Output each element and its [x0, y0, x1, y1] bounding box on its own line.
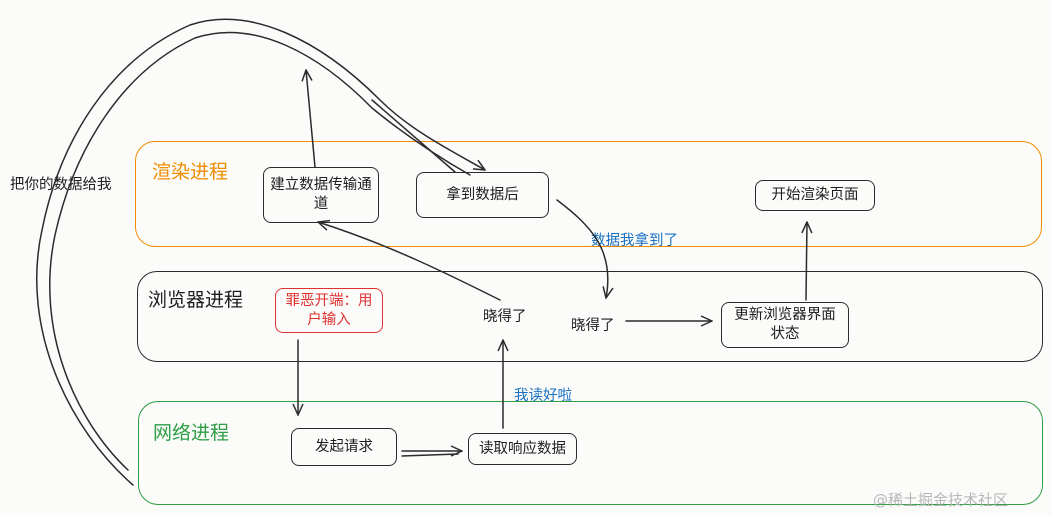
browser-process-title: 浏览器进程: [148, 289, 244, 311]
got-data-up-arrow: [371, 99, 456, 173]
send-request-node: 发起请求: [291, 428, 397, 466]
gotit-to-channel-arrow: [317, 219, 501, 301]
read-done-label: 我读好啦: [514, 388, 572, 404]
render-process-title: 渲染进程: [152, 161, 229, 183]
got-it-label-2: 晓得了: [571, 318, 615, 334]
browser-process-lane: [137, 271, 1043, 362]
update-to-render-arrow: [801, 221, 813, 301]
data-received-label: 数据我拿到了: [591, 233, 678, 249]
channel-up-arrow: [301, 69, 316, 168]
render-process-lane: [135, 141, 1042, 247]
got-it-label-1: 晓得了: [483, 309, 527, 325]
user-input-node: 罪恶开端：用户输入: [275, 288, 383, 333]
got-data-node: 拿到数据后: [416, 172, 549, 218]
give-me-data-label: 把你的数据给我: [10, 177, 112, 193]
network-process-lane: [138, 401, 1043, 505]
read-response-node: 读取响应数据: [468, 433, 577, 465]
loop-arrow-outer: [35, 18, 486, 486]
network-process-title: 网络进程: [153, 422, 230, 444]
gotdata-to-gotit2-arrow: [556, 199, 614, 299]
watermark: @稀土掘金技术社区: [873, 491, 1009, 509]
update-browser-ui-node: 更新浏览器界面状态: [721, 302, 849, 348]
start-render-node: 开始渲染页面: [755, 180, 875, 211]
loop-arrow-inner: [49, 31, 471, 471]
